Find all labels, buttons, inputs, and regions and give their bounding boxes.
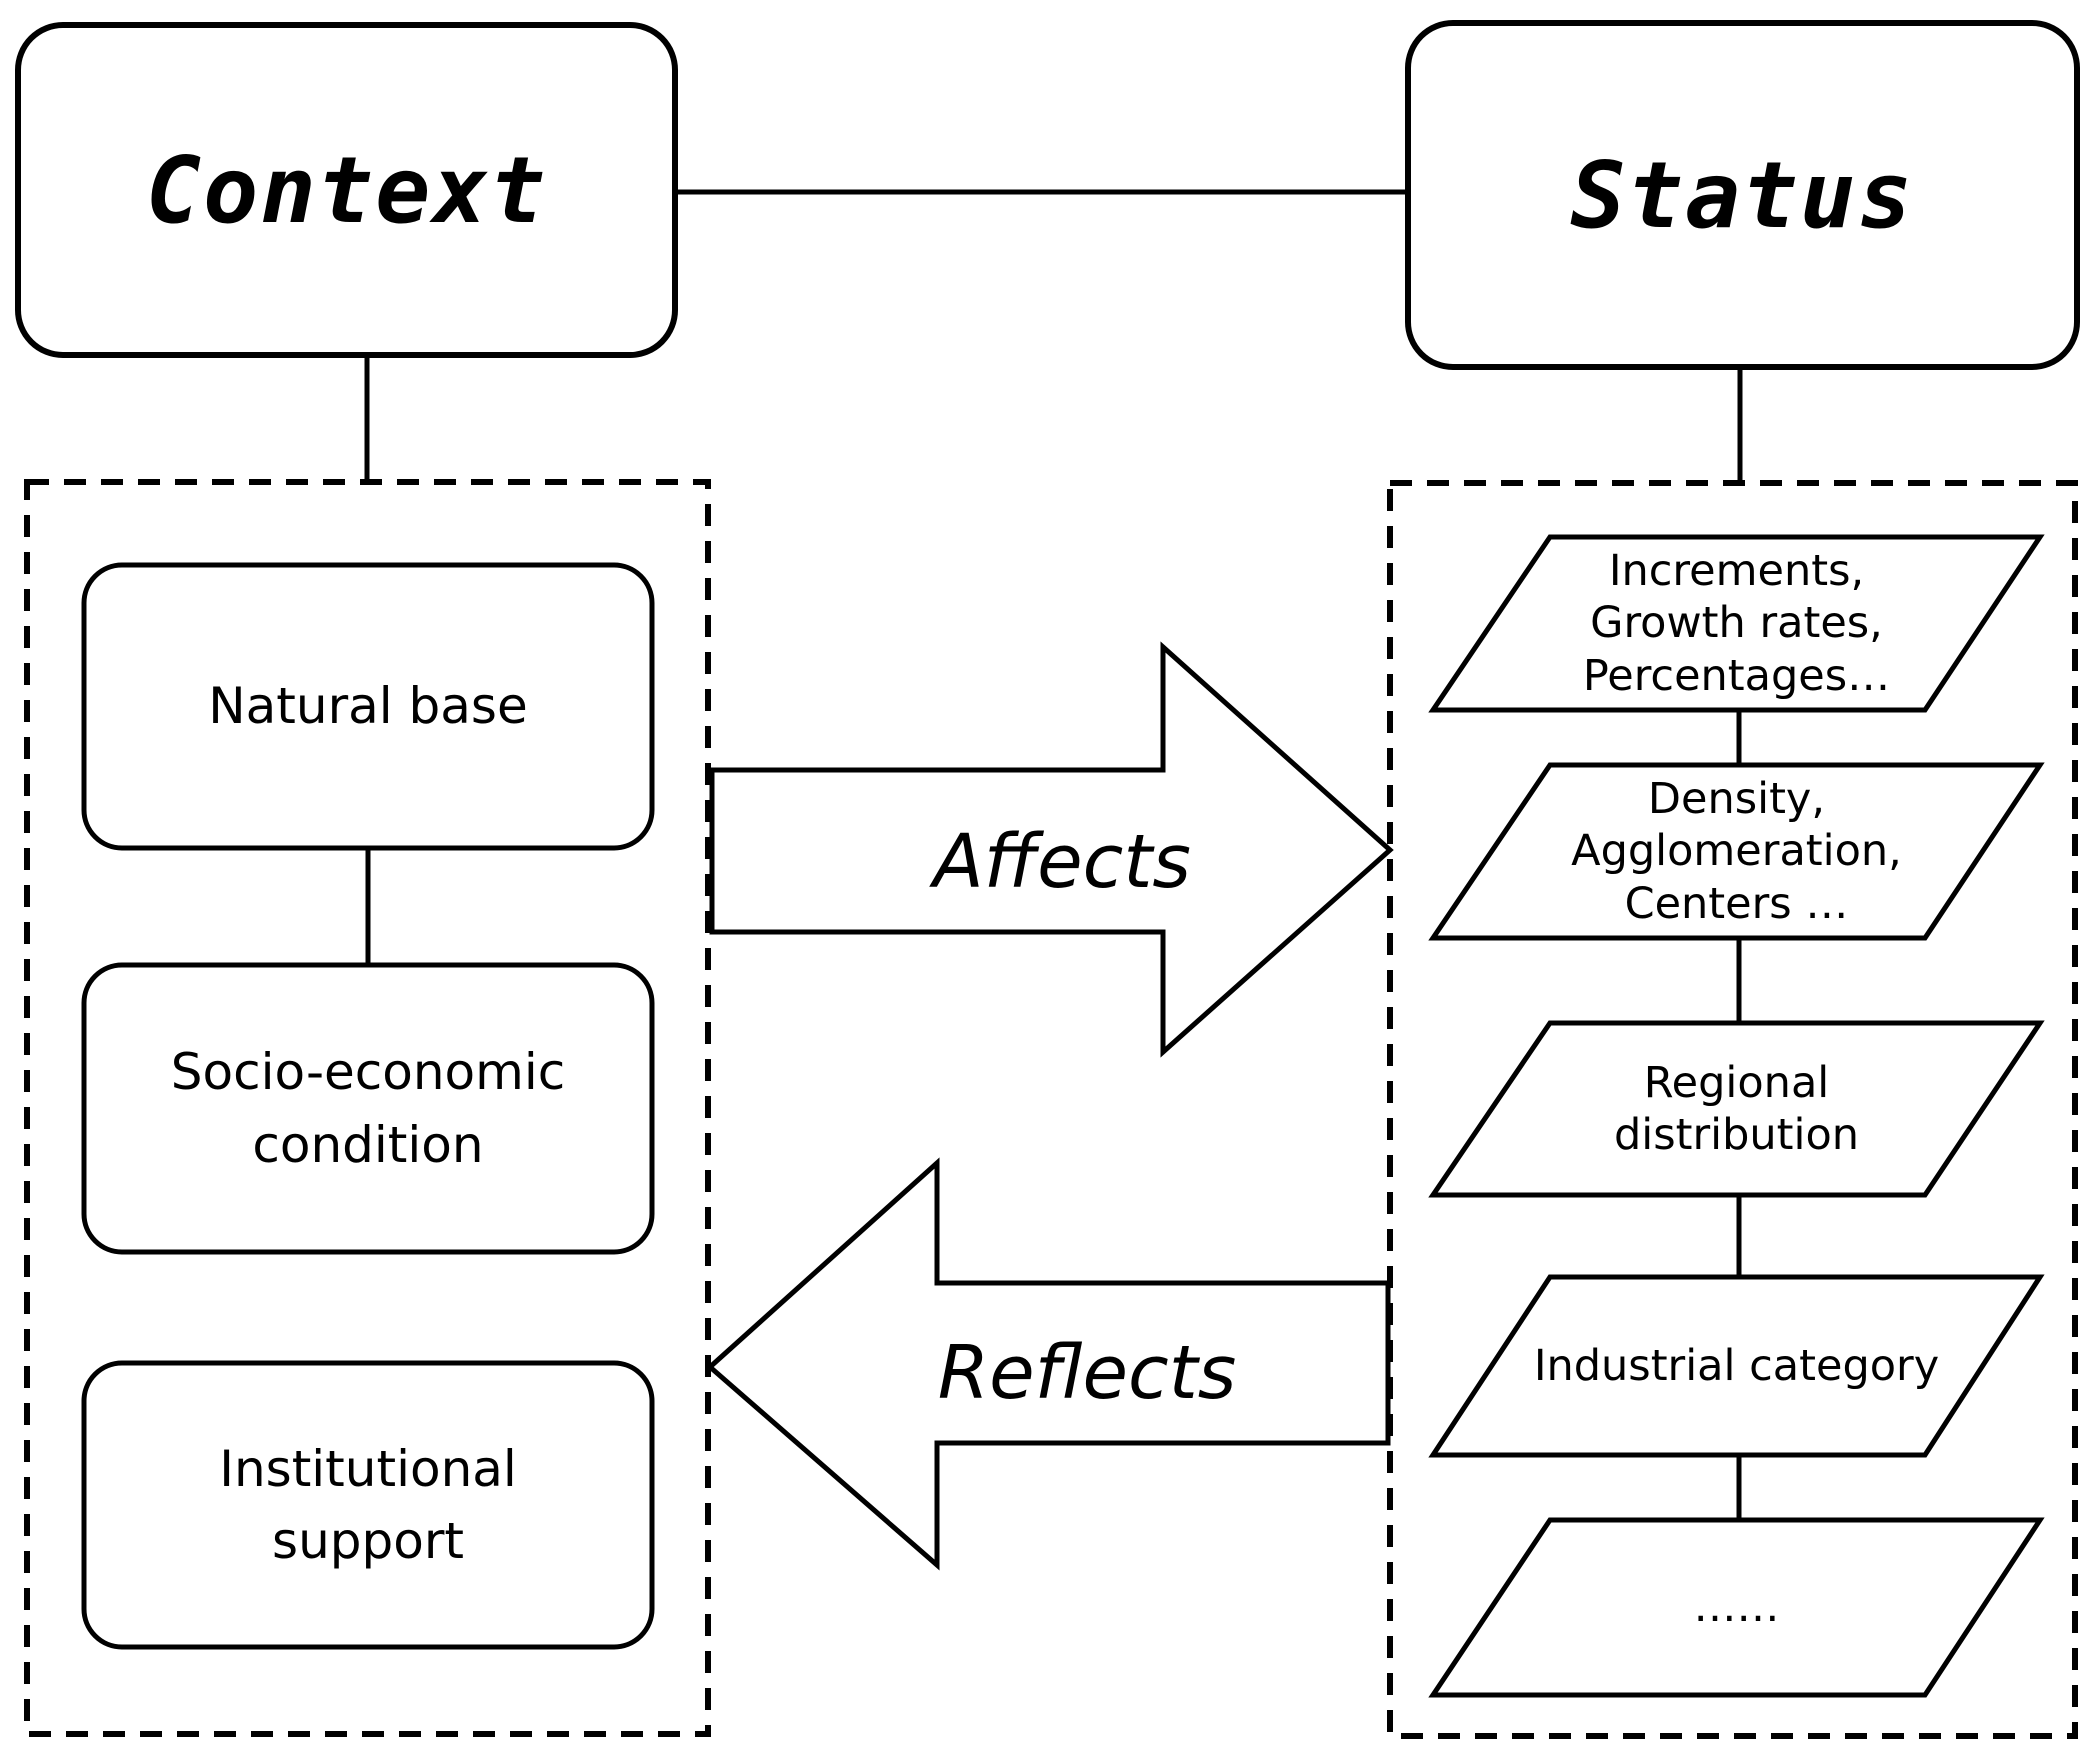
status-node-box	[1405, 20, 2080, 370]
context-group-dashed-box	[24, 479, 711, 1737]
context-node-box	[15, 22, 678, 358]
increments-parallelogram	[1428, 534, 2045, 713]
affects-arrow	[709, 641, 1394, 1058]
status-group-dashed-box	[1387, 480, 2078, 1739]
socio-economic-box	[81, 962, 655, 1255]
industrial-category-parallelogram	[1428, 1274, 2045, 1458]
institutional-support-box	[81, 1360, 655, 1650]
reflects-arrow	[706, 1157, 1391, 1571]
etc-parallelogram	[1428, 1517, 2045, 1698]
regional-distribution-parallelogram	[1428, 1020, 2045, 1198]
natural-base-box	[81, 562, 655, 851]
density-parallelogram	[1428, 762, 2045, 941]
